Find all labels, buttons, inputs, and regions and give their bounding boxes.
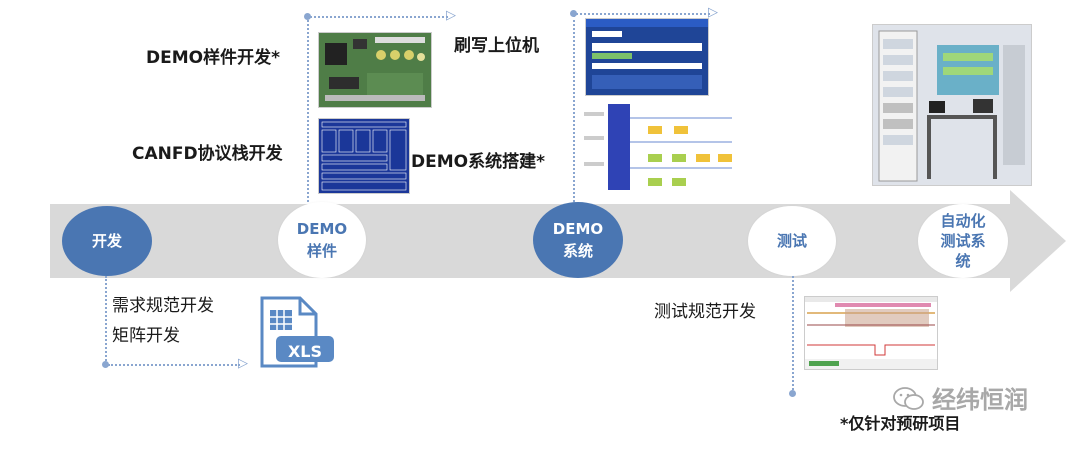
footnote: *仅针对预研项目 xyxy=(840,414,961,433)
timeline-band xyxy=(50,204,1010,278)
label-demo-sample-dev: DEMO样件开发* xyxy=(146,48,280,68)
label-canfd-stack-dev: CANFD协议栈开发 xyxy=(132,144,283,164)
connector-demo-sample-horizontal xyxy=(310,16,448,18)
node-development: 开发 xyxy=(62,206,152,276)
node-demo-sample: DEMO 样件 xyxy=(278,202,366,278)
connector-dot xyxy=(102,361,109,368)
watermark-text: 经纬恒润 xyxy=(932,386,1028,414)
connector-demo-system-vertical xyxy=(573,15,575,202)
automated-test-rack-photo xyxy=(872,24,1032,186)
label-test-spec-dev: 测试规范开发 xyxy=(654,302,756,322)
node-test: 测试 xyxy=(748,206,836,276)
timeline-arrowhead xyxy=(1010,190,1066,292)
arrow-right-icon: ▷ xyxy=(238,356,248,371)
label-flash-host: 刷写上位机 xyxy=(454,36,539,56)
label-matrix-dev: 矩阵开发 xyxy=(112,326,180,346)
label-demo-system-build: DEMO系统搭建* xyxy=(411,152,545,172)
wechat-icon xyxy=(892,386,926,416)
connector-dot xyxy=(570,10,577,17)
flash-host-software-image xyxy=(585,18,709,96)
connector-demo-system-horizontal xyxy=(576,13,710,15)
canfd-stack-diagram-image xyxy=(318,118,410,194)
connector-demo-sample-vertical xyxy=(307,17,309,202)
test-waveform-image xyxy=(804,296,938,370)
xls-file-icon xyxy=(256,296,338,368)
demo-system-network-diagram-image xyxy=(582,102,740,194)
connector-development-vertical xyxy=(105,276,107,364)
connector-test-vertical xyxy=(792,276,794,394)
connector-development-horizontal xyxy=(108,364,240,366)
xls-icon-label: XLS xyxy=(287,342,323,361)
connector-dot xyxy=(304,13,311,20)
connector-dot xyxy=(789,390,796,397)
label-req-spec-dev: 需求规范开发 xyxy=(112,296,214,316)
arrow-right-icon: ▷ xyxy=(708,5,718,20)
node-demo-system: DEMO 系统 xyxy=(533,202,623,278)
pcb-board-image xyxy=(318,32,432,108)
node-automated-test-system: 自动化 测试系 统 xyxy=(918,204,1008,278)
arrow-right-icon: ▷ xyxy=(446,8,456,23)
